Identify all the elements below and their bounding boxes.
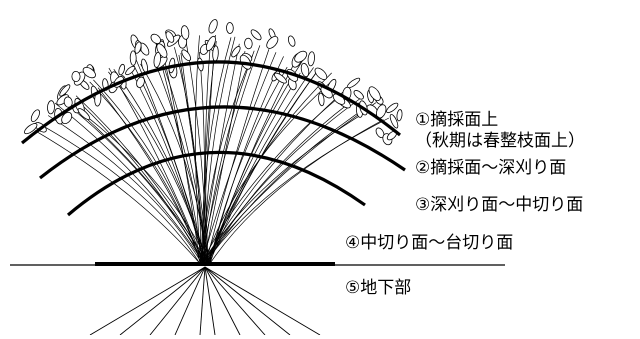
- branch-line: [202, 80, 333, 266]
- branch-line: [201, 90, 345, 266]
- root-line: [204, 266, 266, 336]
- leaf-shape: [396, 109, 403, 122]
- root-line: [204, 266, 241, 336]
- branch-line: [47, 115, 204, 266]
- leaf-shape: [208, 19, 218, 34]
- leaf-shape: [386, 102, 399, 114]
- leaf-shape: [141, 58, 149, 73]
- leaf-shape: [314, 67, 328, 80]
- branch-line: [60, 99, 206, 266]
- leaf-shape: [118, 63, 125, 76]
- label-zone-2: ②摘採面～深刈り面: [415, 158, 567, 178]
- leaf-shape: [24, 123, 38, 135]
- leaf-shape: [353, 90, 364, 100]
- branch-line: [203, 103, 372, 266]
- root-line: [204, 266, 321, 336]
- leaf-shape: [231, 46, 241, 58]
- leaf-shape: [136, 76, 145, 88]
- branch-line: [97, 87, 206, 266]
- branch-line: [54, 102, 206, 266]
- branch-line: [206, 72, 332, 266]
- leaf-shape: [226, 22, 234, 34]
- deep-skiffing-surface-arc: [39, 105, 406, 180]
- branch-line: [200, 108, 371, 266]
- leaf-shape: [389, 113, 399, 129]
- root-line: [204, 266, 216, 336]
- leaf-shape: [47, 100, 55, 115]
- label-zone-3: ③深刈り面～中切り面: [415, 195, 584, 215]
- leaf-shape: [307, 51, 315, 67]
- branch-line: [199, 43, 240, 266]
- leaf-shape: [212, 45, 219, 62]
- branch-line: [34, 130, 202, 266]
- branch-line: [203, 117, 390, 266]
- branch-line: [93, 79, 202, 266]
- tea-bush-foliage: [24, 19, 403, 146]
- branch-line: [208, 119, 384, 266]
- branch-line: [203, 95, 365, 266]
- branch-line: [200, 55, 253, 266]
- plucking-surface-arc: [20, 60, 402, 145]
- leaf-shape: [71, 71, 81, 82]
- branch-line: [89, 81, 202, 266]
- leaf-shape: [318, 92, 325, 107]
- leaf-shape: [165, 31, 175, 43]
- branch-line: [154, 60, 208, 266]
- label-zone-1: ①摘採面上: [415, 110, 499, 130]
- branch-line: [208, 66, 288, 266]
- leaf-shape: [180, 25, 190, 40]
- leaf-shape: [250, 29, 262, 41]
- leaf-shape: [244, 37, 253, 50]
- leaf-shape: [273, 72, 287, 84]
- tea-bush-branches: [34, 34, 390, 266]
- branch-line: [199, 45, 261, 266]
- leaf-shape: [77, 108, 91, 120]
- root-lines: [89, 266, 321, 336]
- root-line: [149, 266, 206, 336]
- root-line: [174, 266, 206, 336]
- leaf-shape: [61, 111, 73, 125]
- leaf-shape: [59, 84, 71, 97]
- leaf-shape: [153, 51, 162, 68]
- branch-line: [130, 69, 205, 266]
- leaf-shape: [134, 41, 142, 54]
- branch-line: [40, 124, 202, 266]
- root-line: [119, 266, 206, 336]
- leaf-shape: [150, 33, 162, 45]
- leaf-shape: [129, 50, 137, 66]
- leaf-shape: [294, 50, 308, 63]
- leaf-shape: [300, 62, 310, 78]
- medium-pruning-surface-arc: [66, 150, 366, 217]
- leaf-shape: [82, 66, 96, 79]
- leaf-shape: [197, 57, 204, 72]
- leaf-shape: [181, 49, 192, 61]
- branch-line: [78, 102, 205, 266]
- label-zone-4: ④中切り面～台切り面: [345, 233, 514, 253]
- leaf-shape: [30, 109, 40, 123]
- branch-line: [205, 100, 352, 266]
- branch-line: [200, 102, 377, 266]
- root-line: [204, 266, 291, 336]
- label-zone-5: ⑤地下部: [345, 278, 412, 298]
- label-zone-1-note: （秋期は春整枝面上）: [415, 131, 585, 151]
- leaf-shape: [287, 35, 296, 47]
- leaf-shape: [266, 36, 279, 49]
- root-line: [199, 266, 206, 336]
- root-line: [89, 266, 206, 336]
- branch-line: [201, 41, 217, 266]
- leaf-shape: [205, 35, 216, 52]
- leaf-shape: [125, 65, 136, 76]
- leaf-shape: [368, 86, 381, 102]
